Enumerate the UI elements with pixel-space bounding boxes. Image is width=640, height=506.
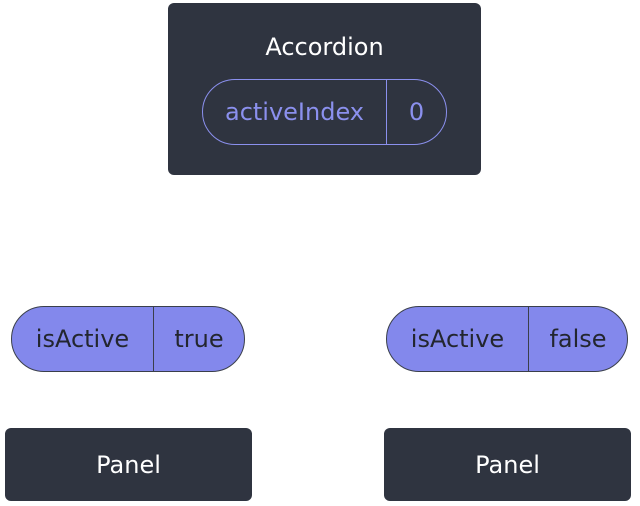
panel-2-state: isActive false (386, 306, 628, 372)
panel-1-label: Panel (96, 451, 161, 479)
panel-1-state: isActive true (11, 306, 245, 372)
panel-2-component: Panel (384, 428, 631, 501)
panel-2-label: Panel (475, 451, 540, 479)
panel-2-state-key: isActive (387, 307, 529, 371)
panel-1-state-value: true (174, 325, 224, 353)
active-index-state: activeIndex 0 (202, 79, 447, 145)
active-index-value: 0 (408, 98, 425, 126)
accordion-component: Accordion activeIndex 0 (168, 3, 481, 175)
panel-1-component: Panel (5, 428, 252, 501)
accordion-title: Accordion (265, 33, 384, 61)
panel-2-state-value: false (549, 325, 607, 353)
panel-1-state-key: isActive (12, 307, 154, 371)
active-index-key: activeIndex (203, 80, 387, 144)
